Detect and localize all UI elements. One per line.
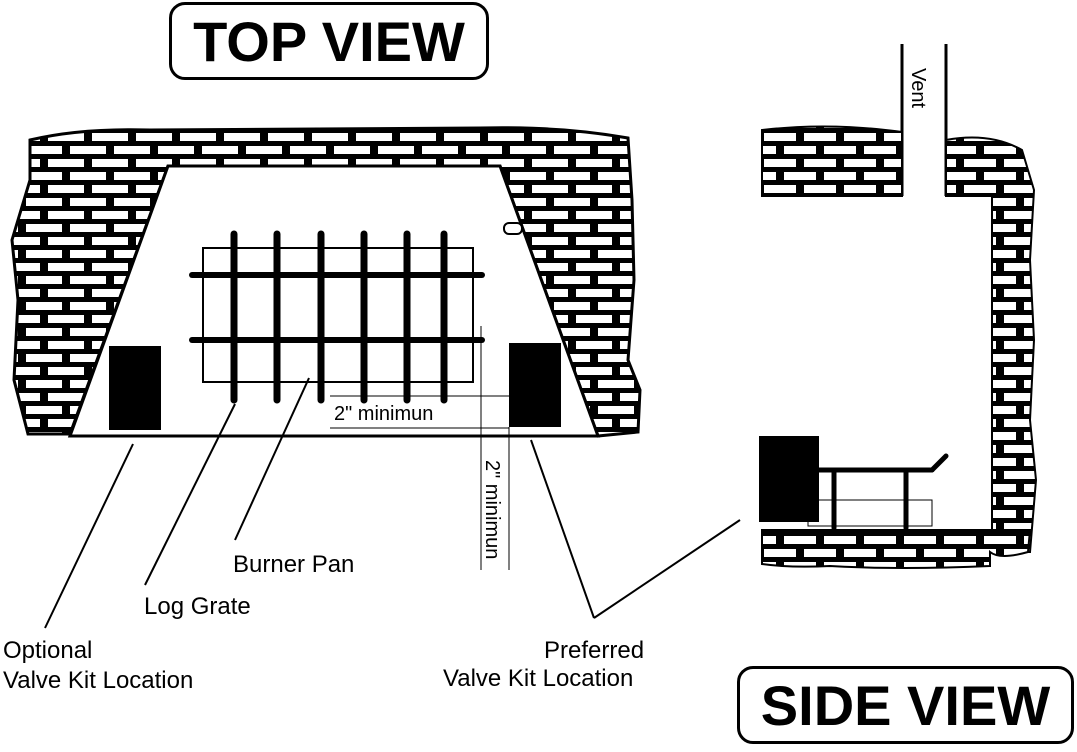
side-valve-kit-box: [759, 436, 819, 522]
leader-lines: [44, 377, 741, 629]
top-view-title: TOP VIEW: [169, 2, 489, 80]
burner-pan: [202, 247, 474, 383]
vent-label: Vent: [907, 68, 929, 108]
preferred-label-line1: Preferred: [544, 637, 644, 664]
clearance-dimension-lines: [330, 326, 510, 570]
optional-valve-kit-box: [109, 346, 161, 430]
side-view-title: SIDE VIEW: [737, 666, 1074, 744]
log-grate-label: Log Grate: [144, 593, 251, 620]
optional-label-line1: Optional: [3, 637, 92, 664]
min-clearance-vertical-label: 2" minimun: [481, 460, 503, 559]
side-floor-bricks: [761, 529, 1032, 569]
preferred-valve-kit-box: [509, 343, 561, 427]
side-view: Vent: [759, 44, 1038, 569]
min-clearance-horizontal-label: 2" minimun: [334, 403, 433, 425]
side-upper-right-bricks: [945, 136, 1038, 553]
top-view: 2" minimun 2" minimun Burner Pan Log Gra…: [3, 126, 741, 694]
side-upper-left-bricks: [761, 125, 903, 197]
burner-pan-label: Burner Pan: [233, 551, 354, 578]
side-log-grate: [807, 453, 949, 531]
log-grate: [189, 230, 485, 404]
gas-inlet-pipe: [503, 222, 523, 235]
optional-label-line2: Valve Kit Location: [3, 667, 193, 694]
preferred-label-line2: Valve Kit Location: [443, 665, 633, 692]
